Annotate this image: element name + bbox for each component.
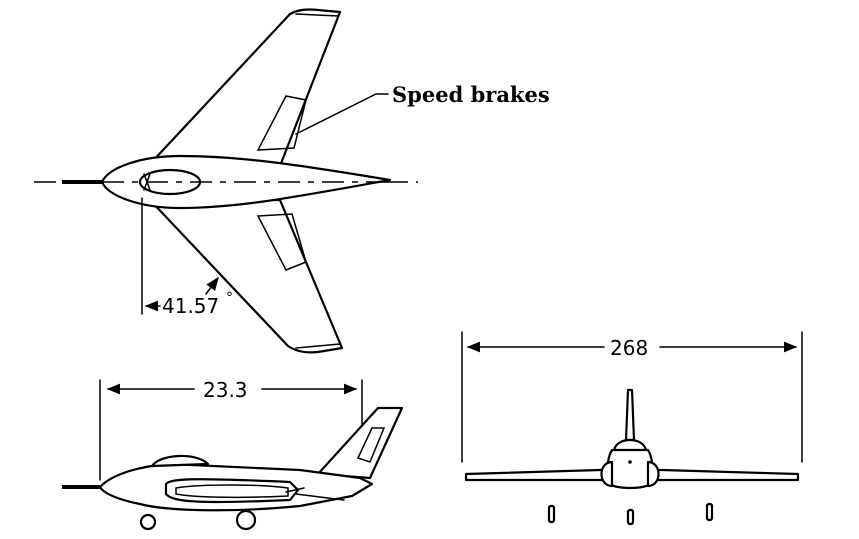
front-fairing-left xyxy=(600,460,614,488)
lower-wing xyxy=(148,198,344,354)
nose-gear xyxy=(626,508,635,526)
speed-brakes-leader xyxy=(295,93,389,135)
upper-speed-brake xyxy=(256,95,307,151)
front-view: 268 xyxy=(461,331,803,526)
side-view: 23.3 xyxy=(62,378,404,531)
span-label: 268 xyxy=(610,336,648,360)
length-label: 23.3 xyxy=(203,378,248,402)
front-vertical-tail xyxy=(624,388,636,442)
left-main-gear xyxy=(547,504,556,524)
canopy-side xyxy=(150,454,210,468)
vertical-tail xyxy=(316,406,404,480)
main-wheel xyxy=(235,509,257,531)
front-fairing-right xyxy=(646,460,660,488)
upper-wing xyxy=(148,8,342,168)
front-fuselage xyxy=(606,448,654,490)
sweep-angle-label: 41.57 xyxy=(162,294,219,318)
nose-wheel xyxy=(139,513,157,531)
speed-brakes-label: Speed brakes xyxy=(392,82,550,107)
right-main-gear xyxy=(705,502,714,522)
side-fairing xyxy=(164,478,300,504)
degree-symbol: ° xyxy=(226,290,233,306)
lower-speed-brake xyxy=(256,213,307,271)
plan-view: 41.57 ° Speed brakes xyxy=(34,8,550,354)
fuselage-side xyxy=(98,462,374,512)
